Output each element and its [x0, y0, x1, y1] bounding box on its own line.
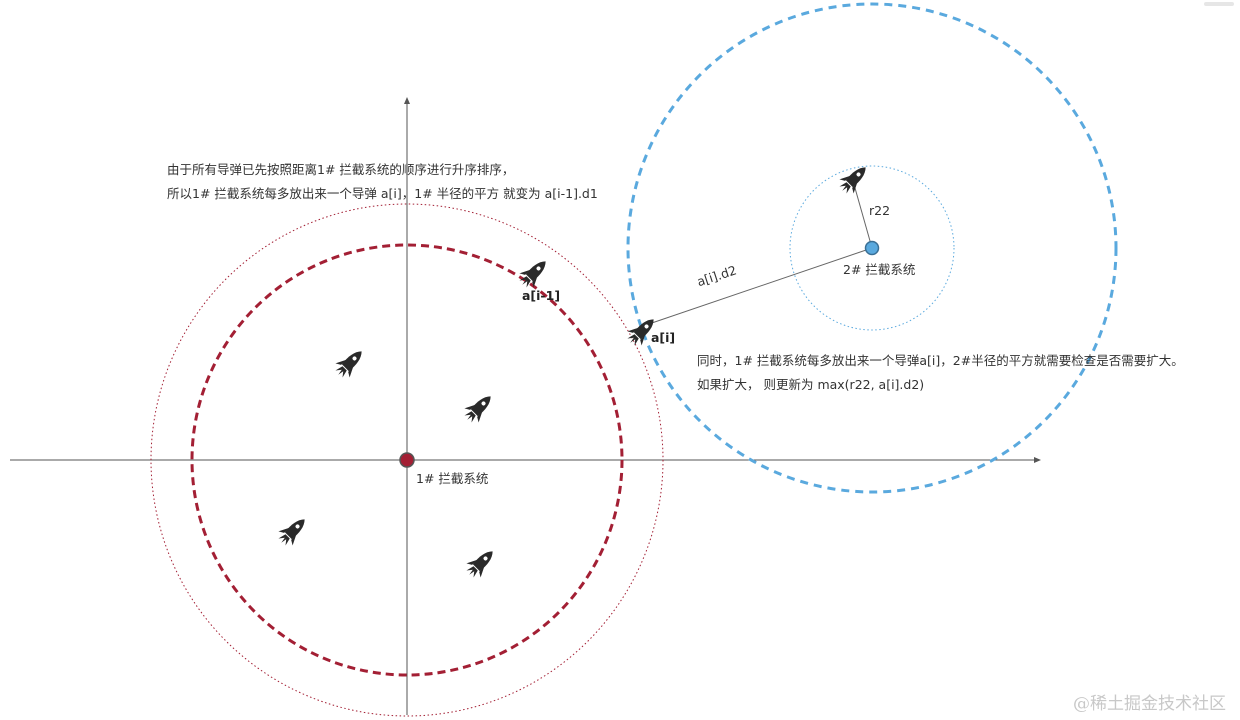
check-note-line2: 如果扩大， 则更新为 max(r22, a[i].d2) [697, 377, 925, 392]
radius-r22-line [854, 187, 873, 249]
sorted-note-line1: 由于所有导弹已先按照距离1# 拦截系统的顺序进行升序排序， [167, 162, 515, 177]
missile-icon [515, 254, 553, 292]
system2-small-dotted-circle [789, 165, 955, 331]
watermark: @稀土掘金技术社区 [1073, 694, 1226, 714]
missile-icon [274, 512, 312, 550]
system1-radius-dashed-circle [190, 243, 624, 677]
missile-prev-label: a[i-1] [522, 288, 561, 303]
sorted-order-note: 由于所有导弹已先按照距离1# 拦截系统的顺序进行升序排序， 所以1# 拦截系统每… [167, 158, 598, 206]
system2-large-dashed-circle [626, 2, 1118, 494]
radius-r22-label: r22 [869, 203, 891, 218]
missile-icon [331, 344, 369, 382]
sorted-note-line2: 所以1# 拦截系统每多放出来一个导弹 a[i]，1# 半径的平方 就变为 a[i… [167, 186, 598, 201]
missile-icon [462, 544, 500, 582]
system1-label: 1# 拦截系统 [416, 471, 489, 486]
system2-center-marker [864, 240, 880, 256]
missile-current-label: a[i] [651, 330, 676, 345]
corner-mark [1204, 2, 1234, 6]
system1-outer-dotted-circle [150, 203, 664, 717]
distance-d2-line [642, 247, 873, 327]
radius-check-note: 同时，1# 拦截系统每多放出来一个导弹a[i]，2#半径的平方就需要检查是否需要… [697, 349, 1184, 397]
missile-icon [460, 389, 498, 427]
system2-label: 2# 拦截系统 [843, 262, 916, 277]
system1-center-marker [399, 452, 415, 468]
check-note-line1: 同时，1# 拦截系统每多放出来一个导弹a[i]，2#半径的平方就需要检查是否需要… [697, 353, 1184, 368]
